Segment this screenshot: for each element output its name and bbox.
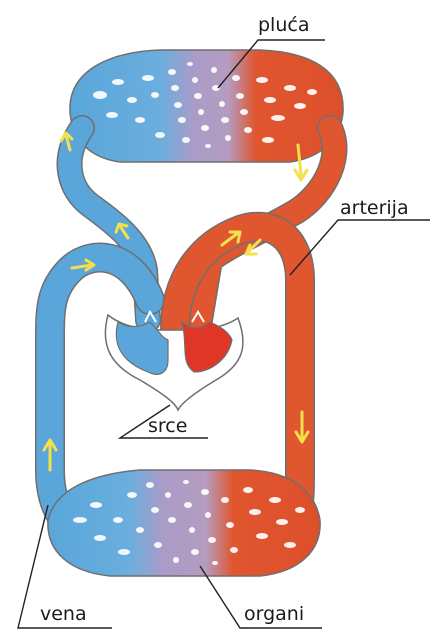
label-lungs: pluća [258, 14, 309, 36]
label-vein: vena [40, 603, 87, 625]
label-organs: organi [244, 603, 304, 625]
label-heart: srce [148, 415, 187, 437]
organ-capillary-bed [48, 470, 320, 576]
lung-capillary-bed [70, 50, 343, 162]
label-artery: arterija [340, 197, 409, 219]
